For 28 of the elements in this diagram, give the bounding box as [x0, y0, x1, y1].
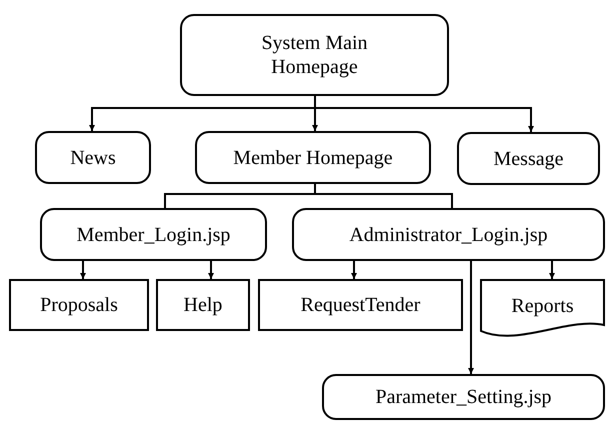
node-label: Member_Login.jsp: [76, 222, 230, 246]
process-box: [156, 279, 250, 331]
node-label: Help: [184, 293, 222, 317]
rounded-box: [195, 131, 431, 184]
rounded-box: [292, 208, 605, 261]
node-label: Reports: [511, 294, 574, 318]
arrow: [208, 261, 214, 279]
node-label: System Main Homepage: [260, 31, 369, 79]
arrow: [314, 96, 534, 132]
rounded-box: [322, 374, 605, 420]
arrow: [549, 261, 555, 279]
node-label: RequestTender: [300, 293, 420, 317]
node-label: Parameter_Setting.jsp: [375, 385, 552, 409]
arrow: [351, 261, 357, 279]
node-label: Administrator_Login.jsp: [349, 222, 548, 246]
node-label: Proposals: [40, 293, 118, 317]
rounded-box: [457, 132, 600, 185]
node-label: Message: [494, 146, 564, 170]
process-box: [258, 279, 463, 331]
node-label: News: [70, 146, 116, 170]
connector-line: [314, 184, 453, 208]
rounded-box: [180, 14, 449, 96]
rounded-box: [35, 131, 151, 184]
arrow: [468, 261, 474, 374]
rounded-box: [40, 208, 267, 261]
process-box: [9, 279, 149, 331]
node-label: Member Homepage: [233, 146, 393, 170]
arrow: [80, 261, 86, 279]
